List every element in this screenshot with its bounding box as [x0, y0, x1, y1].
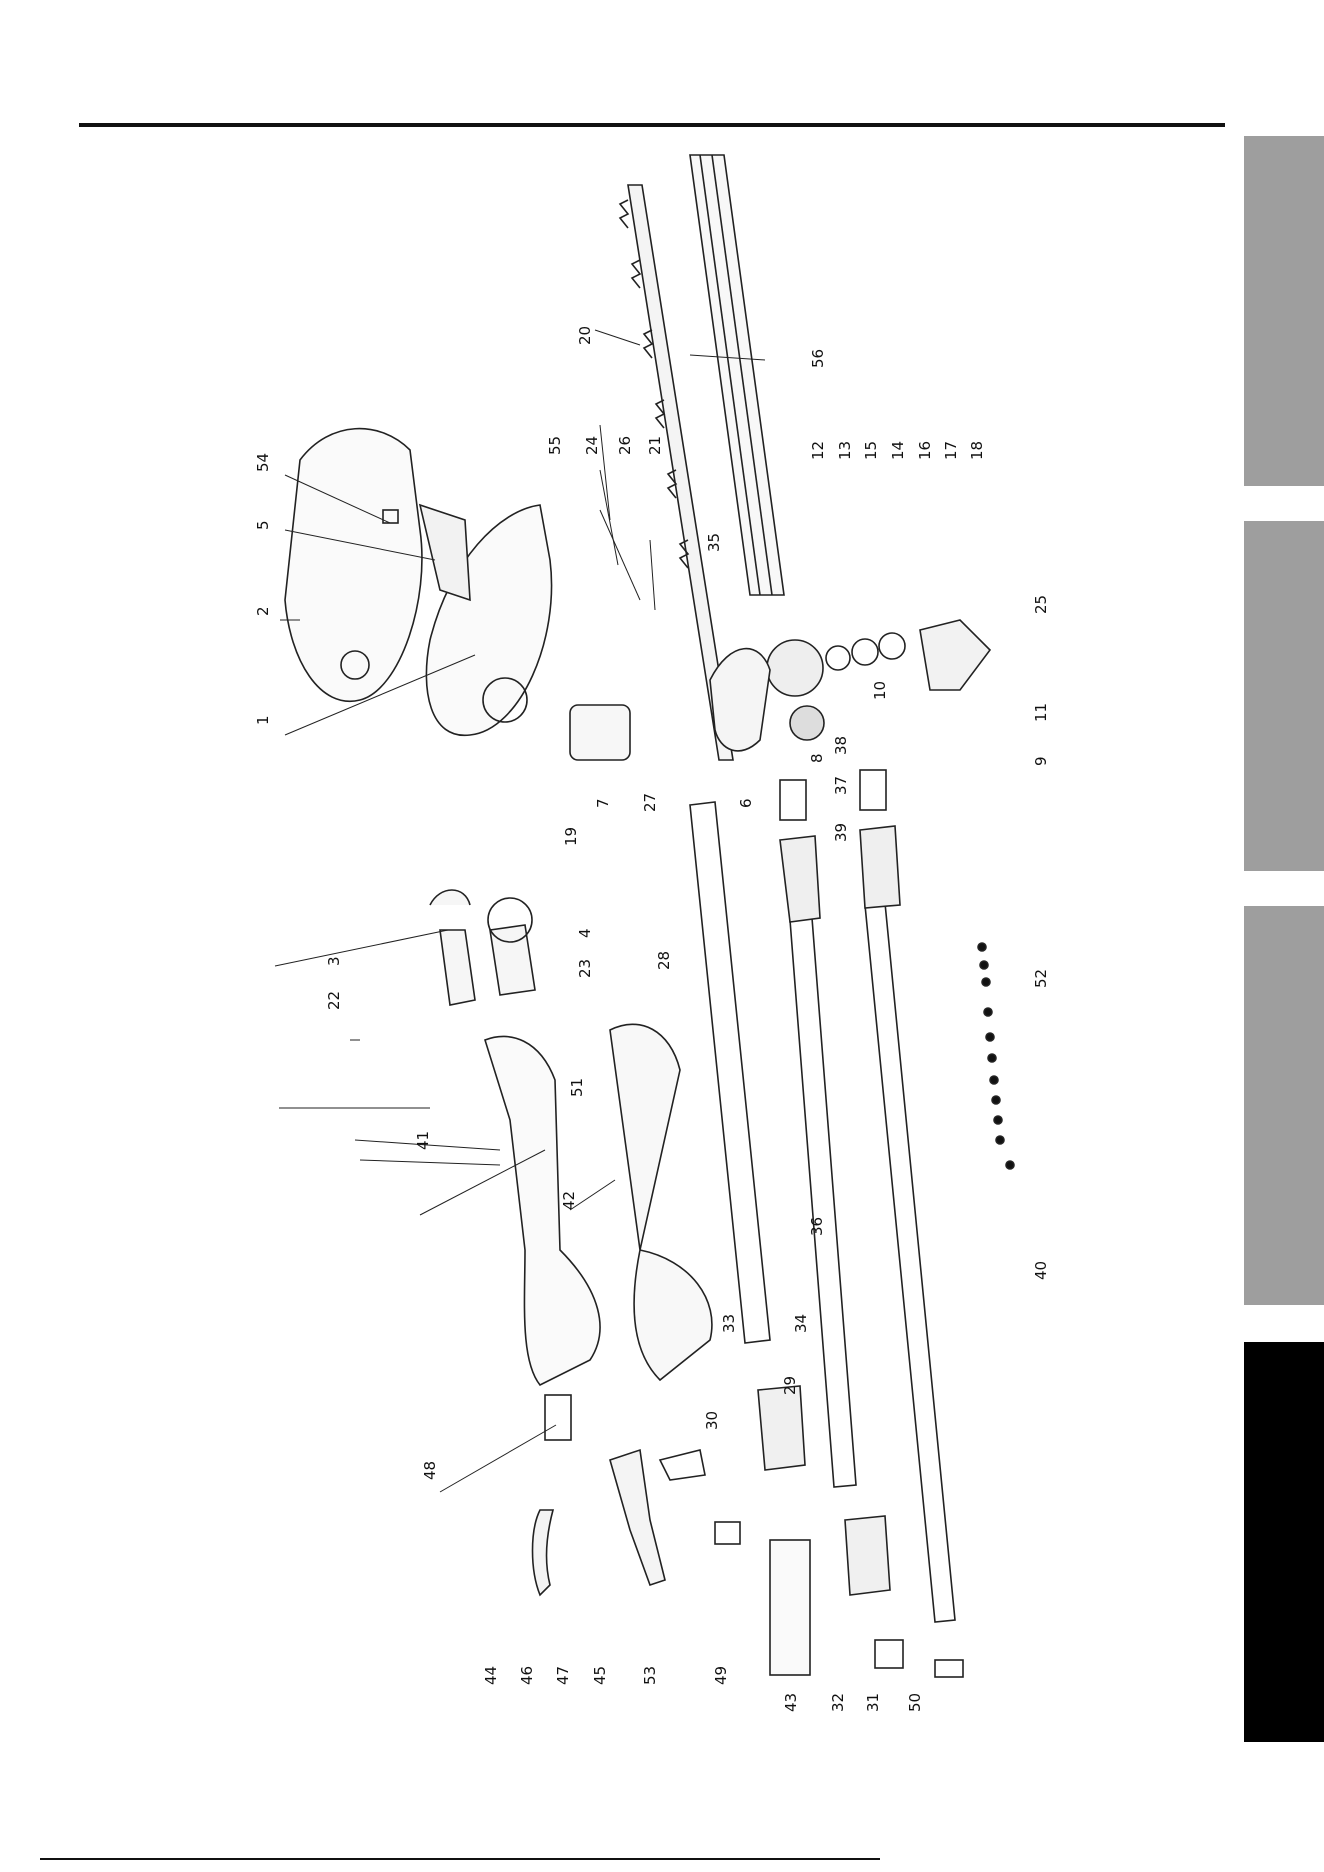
screws-52-drawing — [978, 943, 1014, 1169]
sleeve-lower-drawing — [845, 1516, 890, 1595]
part-label-25: 25 — [1032, 595, 1050, 614]
part-label-31: 31 — [864, 1693, 882, 1712]
tube-28-drawing — [690, 802, 770, 1343]
part-label-56: 56 — [809, 349, 827, 368]
part-label-55: 55 — [546, 436, 564, 455]
part-label-1: 1 — [254, 715, 272, 725]
part-label-15: 15 — [862, 441, 880, 460]
handle-clamp-drawing — [490, 925, 535, 995]
lockout-53-drawing — [660, 1450, 705, 1480]
part-label-10: 10 — [871, 681, 889, 700]
side-tab-2[interactable] — [1244, 521, 1324, 871]
part-label-53: 53 — [641, 1666, 659, 1685]
tube-40-drawing — [865, 903, 955, 1622]
part-label-33: 33 — [720, 1314, 738, 1333]
switch-49-drawing — [715, 1522, 740, 1544]
part-label-49: 49 — [712, 1666, 730, 1685]
part-label-39: 39 — [832, 823, 850, 842]
part-drawings — [285, 155, 1014, 1677]
part-label-41: 41 — [414, 1131, 432, 1150]
part-label-44: 44 — [482, 1666, 500, 1685]
housing-left-drawing — [285, 429, 422, 702]
part-label-24: 24 — [583, 436, 601, 455]
motor-drawing — [570, 705, 630, 760]
part-label-34: 34 — [792, 1314, 810, 1333]
part-label-54: 54 — [254, 453, 272, 472]
part-label-38: 38 — [832, 736, 850, 755]
cap-31-drawing — [875, 1640, 903, 1668]
trigger-44-drawing — [533, 1510, 554, 1595]
part-label-45: 45 — [591, 1666, 609, 1685]
part-label-17: 17 — [942, 441, 960, 460]
part-label-18: 18 — [968, 441, 986, 460]
exploded-parts-diagram: 54 5 2 1 3 22 41 42 51 48 44 46 47 45 53… — [0, 0, 1240, 1872]
part-label-20: 20 — [576, 326, 594, 345]
sleeve-30-drawing — [758, 1386, 805, 1470]
part-label-8: 8 — [808, 753, 826, 763]
part-label-42: 42 — [560, 1191, 578, 1210]
gear-large-drawing — [767, 640, 823, 696]
part-label-48: 48 — [421, 1461, 439, 1480]
part-label-14: 14 — [889, 441, 907, 460]
part-label-16: 16 — [916, 441, 934, 460]
gear-small-drawing — [790, 706, 824, 740]
part-label-50: 50 — [906, 1693, 924, 1712]
cover-plate-drawing — [420, 505, 470, 600]
part-label-30: 30 — [703, 1411, 721, 1430]
gear-cover-drawing — [920, 620, 990, 690]
part-label-36: 36 — [808, 1217, 826, 1236]
part-label-9: 9 — [1032, 756, 1050, 766]
guard-drawing — [690, 155, 784, 595]
side-tab-3[interactable] — [1244, 906, 1324, 1305]
part-label-28: 28 — [655, 951, 673, 970]
part-label-29: 29 — [781, 1376, 799, 1395]
part-label-19: 19 — [562, 827, 580, 846]
part-label-13: 13 — [836, 441, 854, 460]
part-label-52: 52 — [1032, 969, 1050, 988]
part-label-47: 47 — [554, 1666, 572, 1685]
switch-48-drawing — [545, 1395, 571, 1440]
coupler-40-drawing — [860, 826, 900, 908]
part-label-26: 26 — [616, 436, 634, 455]
part-label-23: 23 — [576, 959, 594, 978]
part-label-37: 37 — [832, 776, 850, 795]
trigger-45-drawing — [610, 1450, 665, 1585]
part-label-40: 40 — [1032, 1261, 1050, 1280]
part-label-12: 12 — [809, 441, 827, 460]
grip-43-drawing — [770, 1540, 810, 1675]
part-label-46: 46 — [518, 1666, 536, 1685]
part-label-11: 11 — [1032, 703, 1050, 722]
side-tab-4-active[interactable] — [1244, 1342, 1324, 1742]
rear-handle-right-drawing — [610, 1024, 712, 1380]
part-label-51: 51 — [568, 1078, 586, 1097]
coupler-39-drawing — [780, 836, 820, 922]
gearbox-drawing — [710, 649, 770, 751]
handle-bracket-drawing — [430, 890, 475, 1005]
part-label-32: 32 — [829, 1693, 847, 1712]
part-label-43: 43 — [782, 1693, 800, 1712]
part-label-5: 5 — [254, 520, 272, 530]
part-label-3: 3 — [325, 956, 343, 966]
side-tab-1[interactable] — [1244, 136, 1324, 486]
part-label-21: 21 — [646, 436, 664, 455]
endcap-50-drawing — [935, 1660, 963, 1677]
part-label-27: 27 — [641, 793, 659, 812]
part-label-35: 35 — [705, 533, 723, 552]
part-label-4: 4 — [576, 928, 594, 938]
part-label-7: 7 — [594, 798, 612, 808]
connector-37-drawing — [780, 780, 806, 820]
part-label-2: 2 — [254, 606, 272, 616]
part-label-22: 22 — [325, 991, 343, 1010]
part-label-6: 6 — [737, 798, 755, 808]
